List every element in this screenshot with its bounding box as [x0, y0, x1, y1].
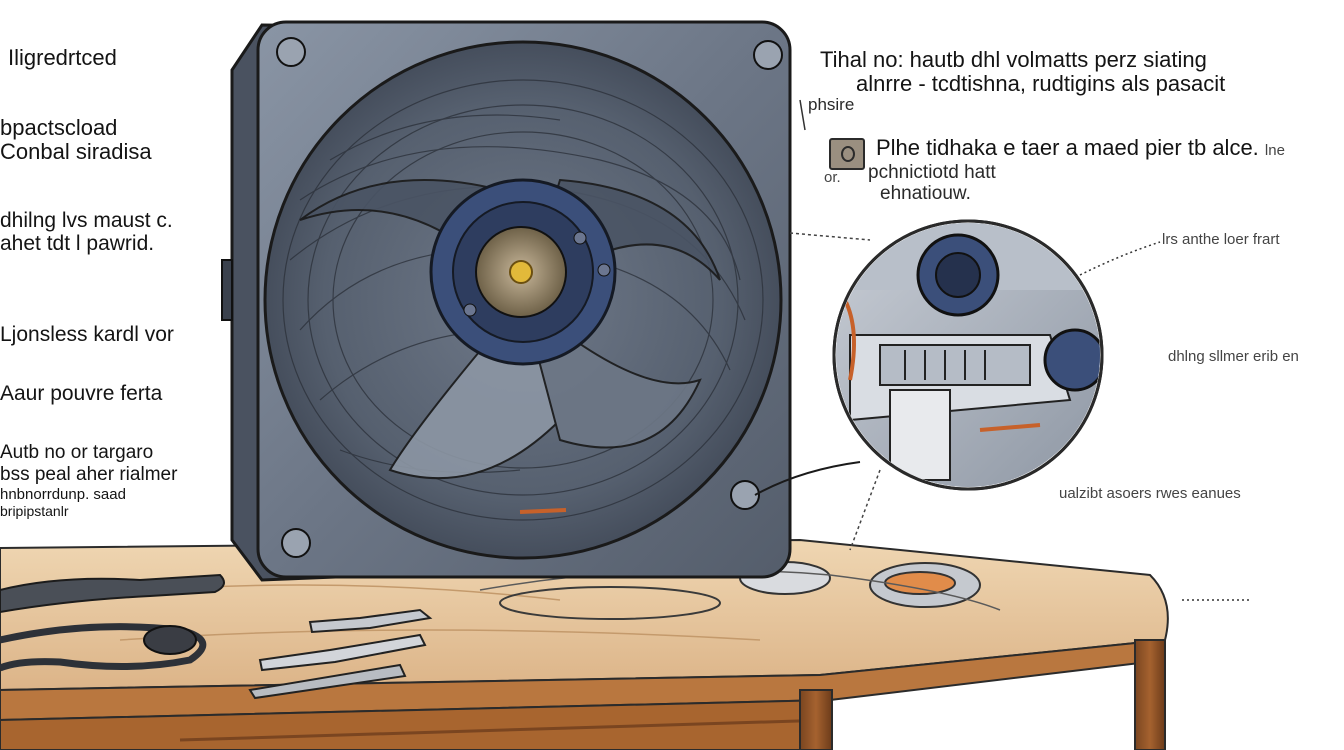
pliers [258, 633, 427, 672]
right-note: Plhe tidhaka e taer a maed pier tb alce.… [876, 135, 1285, 160]
table-leg-right [1134, 639, 1166, 750]
right-header-line-3: phsire [808, 94, 855, 114]
screwdriver [308, 608, 433, 634]
callout-1: lrs anthe loer frart [1162, 231, 1280, 248]
right-note-line-2: pchnictiotd hatt [868, 162, 996, 183]
screw-top-left [276, 37, 306, 67]
hub-center [509, 260, 533, 284]
tools [0, 561, 1001, 700]
table-leg-front [799, 689, 833, 750]
tag-icon [829, 138, 865, 170]
right-note-prefix: or. [824, 169, 841, 186]
left-label-2: bpactscload Conbal siradisa [0, 115, 152, 164]
left-label-5: Aaur pouvre ferta [0, 382, 163, 405]
clamp-tool [143, 625, 197, 655]
left-label-1: Iligredrtced [8, 45, 117, 70]
callout-leader-1 [1079, 241, 1161, 276]
right-header: Tihal no: hautb dhl volmatts perz siatin… [808, 47, 1226, 114]
zoom-leader-wire [754, 461, 861, 496]
right-header-line-1: Tihal no: hautb dhl volmatts perz siatin… [820, 47, 1207, 72]
exhaust-fan-unit [221, 20, 792, 582]
right-note-line-3: ehnatiouw. [880, 183, 971, 204]
header-bracket [799, 99, 806, 131]
zoom-detail-inset [832, 219, 1104, 491]
zoom-bearing [1043, 328, 1100, 392]
left-label-4: Ljonsless kardl vor [0, 323, 174, 346]
zoom-leader-top [789, 232, 871, 241]
right-header-line-2: alnrre - tcdtishna, rudtigins als pasaci… [856, 70, 1226, 96]
cable-coil [0, 573, 225, 614]
loose-gasket [499, 586, 721, 620]
zoom-leader-bottom [849, 469, 881, 551]
left-label-6: Autb no or targaro bss peal aher rialmer… [0, 442, 178, 519]
wire-loop [0, 623, 207, 672]
callout-3: ualzibt asoers rwes eanues [1059, 485, 1241, 502]
side-latch [221, 259, 233, 321]
screw-bottom-right [730, 480, 760, 510]
screw-bottom-left [281, 528, 311, 558]
callout-2: dhlng sllmer erib en [1168, 348, 1299, 365]
left-label-3: dhilng lvs maust c. ahet tdt l pawrid. [0, 209, 173, 255]
file-tool [248, 663, 407, 700]
screw-top-right [753, 40, 783, 70]
